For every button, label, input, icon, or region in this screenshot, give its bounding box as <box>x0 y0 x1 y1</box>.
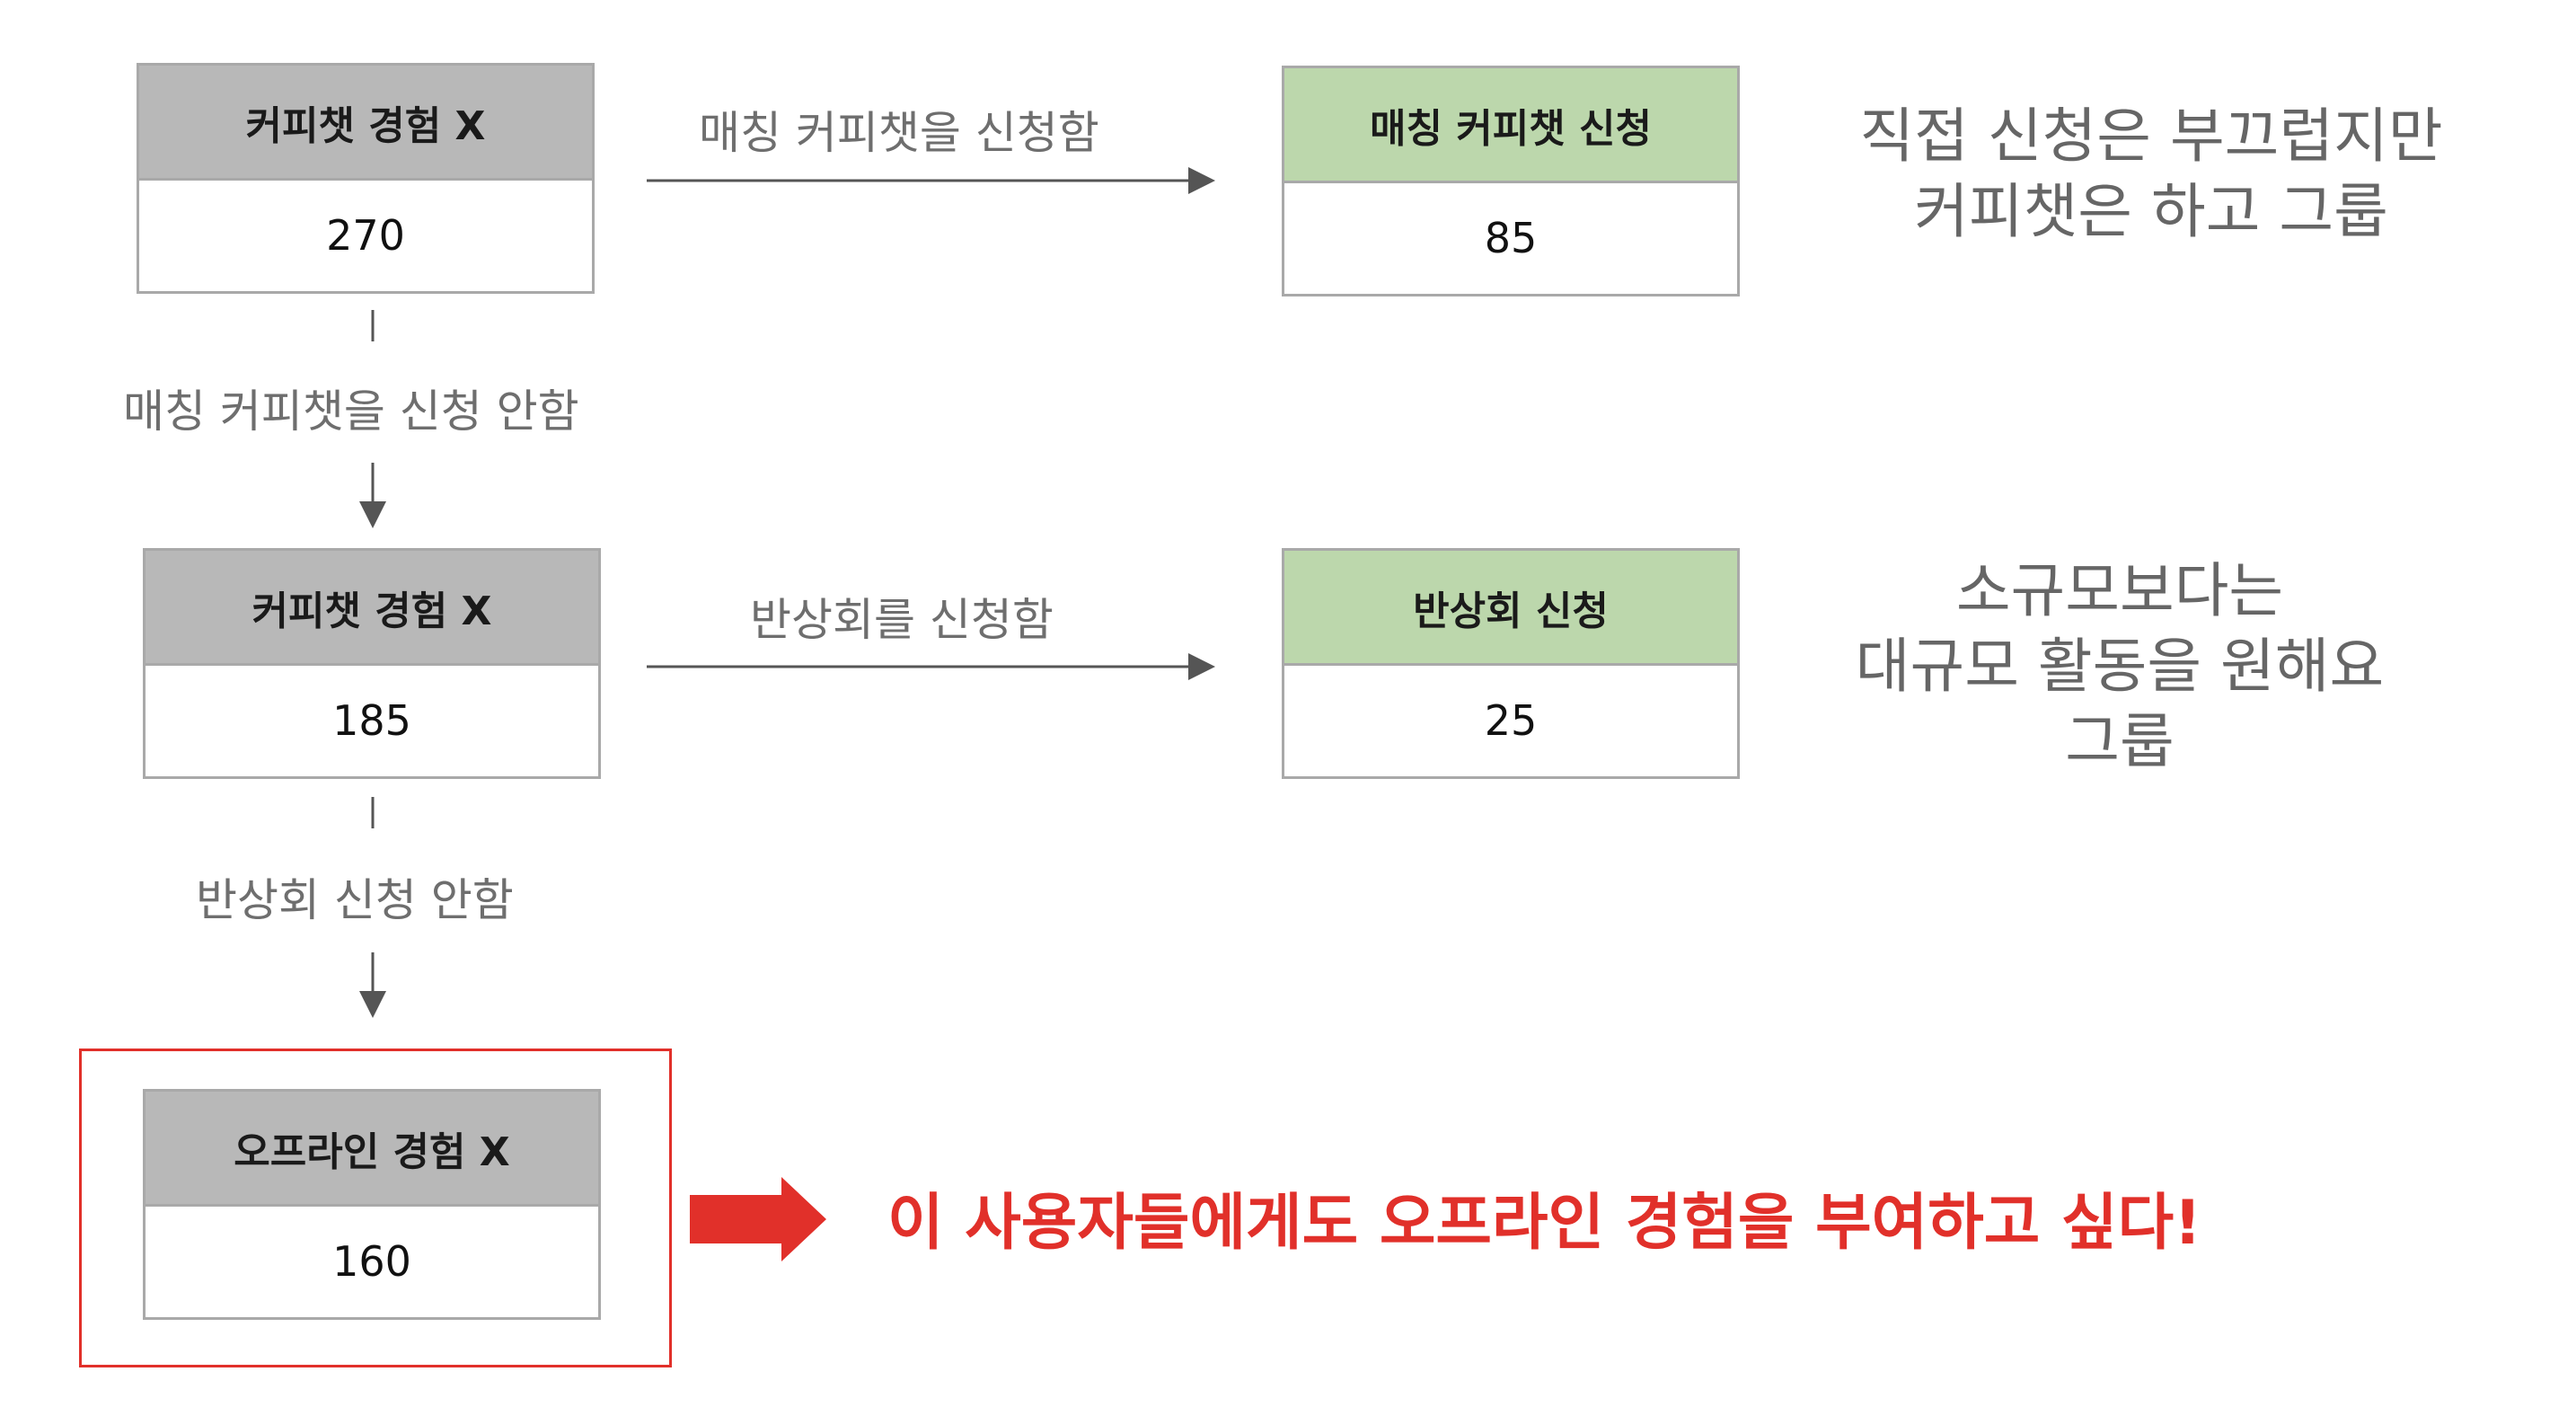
callout-text: 이 사용자들에게도 오프라인 경험을 부여하고 싶다! <box>887 1188 2202 1259</box>
node-title: 커피챗 경험 X <box>146 551 598 666</box>
node-value: 160 <box>332 1237 411 1286</box>
node-value: 25 <box>1484 696 1538 745</box>
note-line: 직접 신청은 부끄럽지만 <box>1859 102 2443 171</box>
node-value: 270 <box>326 211 405 260</box>
node-box-5: 오프라인 경험 X 160 <box>143 1089 601 1320</box>
node-box-3: 커피챗 경험 X 185 <box>143 548 601 779</box>
node-title: 커피챗 경험 X <box>139 66 592 181</box>
note-group-2: 소규모보다는 대규모 활동을 원해요 그룹 <box>1796 553 2443 780</box>
node-title: 매칭 커피챗 신청 <box>1284 68 1737 183</box>
edge-label-2: 매칭 커피챗을 신청 안함 <box>123 385 579 438</box>
node-title: 반상회 신청 <box>1284 551 1737 666</box>
node-box-1: 커피챗 경험 X 270 <box>137 63 595 294</box>
red-arrow-icon <box>690 1177 826 1261</box>
note-line: 그룹 <box>2065 707 2175 776</box>
note-line: 소규모보다는 <box>1955 556 2284 625</box>
edge-label-3: 반상회를 신청함 <box>750 594 1054 646</box>
node-box-2: 매칭 커피챗 신청 85 <box>1282 66 1740 296</box>
node-title: 오프라인 경험 X <box>146 1092 598 1207</box>
highlight-frame <box>79 1049 672 1367</box>
node-box-4: 반상회 신청 25 <box>1282 548 1740 779</box>
node-value: 185 <box>332 696 411 745</box>
note-line: 대규모 활동을 원해요 <box>1855 632 2385 701</box>
node-value: 85 <box>1484 214 1538 262</box>
edge-label-4: 반상회 신청 안함 <box>196 874 514 926</box>
note-line: 커피챗은 하고 그룹 <box>1914 177 2388 246</box>
edge-label-1: 매칭 커피챗을 신청함 <box>699 107 1099 159</box>
note-group-1: 직접 신청은 부끄럽지만 커피챗은 하고 그룹 <box>1810 99 2492 250</box>
